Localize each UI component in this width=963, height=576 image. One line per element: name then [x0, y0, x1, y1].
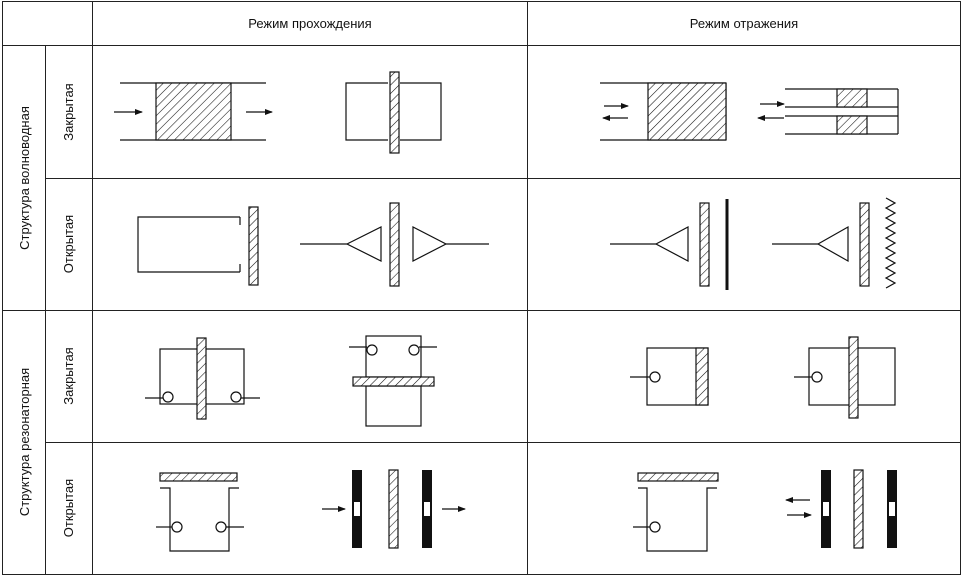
open-cavity-reflection — [633, 472, 719, 552]
horn-antenna-icon — [345, 226, 382, 262]
fabry-perot-reflection — [785, 469, 897, 549]
row-label-closed-waveguide: Закрытая — [61, 83, 76, 140]
row-label-closed-resonator: Закрытая — [61, 347, 76, 404]
coupling-loop-icon — [408, 344, 420, 356]
row-label-open-resonator: Открытая — [61, 479, 76, 537]
group-label-resonator: Структура резонаторная — [17, 368, 32, 516]
coupling-loop-icon — [162, 391, 174, 403]
coupling-loop-icon — [649, 521, 661, 533]
group-label-waveguide: Структура волноводная — [17, 106, 32, 250]
open-cavity-transmission — [156, 472, 244, 552]
cavity-reflection-sheet — [794, 336, 896, 419]
horn-antenna-icon — [412, 226, 448, 262]
horn-reflection-metal — [610, 199, 729, 290]
coupling-loop-icon — [649, 371, 661, 383]
absorber-icon — [884, 197, 897, 289]
waveguide-transmission-sample — [114, 82, 273, 141]
horn-antennas-transmission — [300, 202, 489, 287]
header-transmission: Режим прохождения — [248, 16, 371, 31]
coupling-loop-icon — [171, 521, 183, 533]
horn-antenna-icon — [816, 225, 849, 263]
cavity-reflection-endwall — [630, 347, 709, 406]
waveguide-transmission-sheet — [345, 71, 442, 154]
coupling-loop-icon — [366, 344, 378, 356]
horn-reflection-absorber — [772, 197, 897, 289]
header-reflection: Режим отражения — [690, 16, 798, 31]
coupling-loop-icon — [215, 521, 227, 533]
coupling-loop-icon — [230, 391, 242, 403]
coaxial-reflection-sample — [757, 88, 899, 135]
horn-antenna-icon — [654, 226, 689, 262]
cavity-transmission-loops — [145, 337, 260, 420]
row-label-open-waveguide: Открытая — [61, 215, 76, 273]
open-waveguide-transmission — [137, 206, 259, 286]
split-cavity-transmission — [349, 335, 437, 427]
fabry-perot-transmission — [322, 469, 466, 549]
waveguide-reflection-sample — [600, 82, 727, 141]
coupling-loop-icon — [811, 371, 823, 383]
